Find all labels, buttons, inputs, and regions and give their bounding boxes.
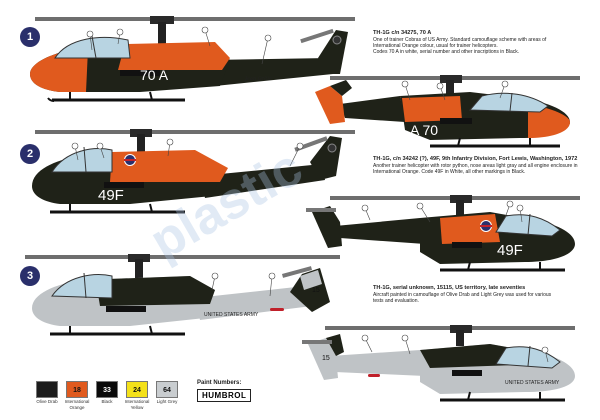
callout-leader-line [289,145,301,167]
profile-3-right-tail-code: 15 [322,355,330,362]
profile-3-description: Aircraft painted in camouflage of Olive … [373,292,552,305]
callout-circle [401,80,409,88]
profile-3-right-view [302,325,575,402]
callout-circle [96,142,104,150]
profile-2-right-code: 49F [497,242,523,259]
callout-leader-line [261,37,269,65]
callout-circle [416,202,424,210]
callout-markers [71,26,549,363]
profile-3-right-fuselage-text: UNITED STATES ARMY [505,380,560,386]
paint-swatch: 24 [126,381,148,398]
paint-swatch: 33 [96,381,118,398]
profile-3-left-fuselage-text: UNITED STATES ARMY [204,312,259,318]
profile-2-description-block: TH-1G, c/n 34242 (?), 49F, 9th Infantry … [373,156,578,175]
profile-2-left-view [32,129,355,214]
paint-swatch-label: International Orange [64,399,90,410]
paint-swatch: 18 [66,381,88,398]
paint-swatch [36,381,58,398]
profile-1-title: TH-1G c/n 34275, 70 A [373,30,432,36]
callout-circle [166,138,174,146]
profile-2-description: Another trainer helicopter with rotor py… [373,163,578,176]
profile-1-description-block: TH-1G c/n 34275, 70 A One of trainer Cob… [373,30,563,56]
profile-1-left-view [30,16,355,102]
profile-1-description: One of trainer Cobras of US Army. Standa… [373,37,547,56]
paint-swatch-label: Light Grey [156,399,178,404]
profile-3-title: TH-1G, serial unknown, 15115, US territo… [373,285,526,291]
callout-circle [296,142,304,150]
callout-circle [541,346,549,354]
profile-3-description-block: TH-1G, serial unknown, 15115, US territo… [373,285,563,304]
profile-2-number-badge: 2 [20,144,40,164]
callout-circle [201,26,209,34]
profile-1-left-code: 70 A [140,67,169,83]
callout-circle [501,80,509,88]
profile-3-number-badge: 3 [20,266,40,286]
callout-circle [361,334,369,342]
callout-circle [116,28,124,36]
callout-circle [264,34,272,42]
callout-circle [506,200,514,208]
callout-circle [268,272,276,280]
callout-circle [436,82,444,90]
paint-swatch-label: Black [101,399,113,404]
humbrol-brand: HUMBROL [197,389,252,402]
profile-3-left-view [25,254,340,336]
profile-1-number-badge: 1 [20,27,40,47]
callout-circle [86,30,94,38]
paint-swatch-label: Olive Drab [36,399,58,404]
callout-circle [211,272,219,280]
callout-circle [71,142,79,150]
profile-1-right-view [315,75,580,148]
callout-circle [516,204,524,212]
profile-1-right-code: A 70 [410,122,438,138]
artist-signature: Jean Grille [244,76,272,82]
profile-2-left-code: 49F [98,187,124,204]
paint-numbers-label: Paint Numbers: [197,380,242,386]
callout-circle [361,204,369,212]
profile-3-left-tail-code: 15 [312,287,320,294]
profile-2-right-view [306,195,580,272]
paint-swatch-label: International Yellow [124,399,150,410]
main-rotor-blade [35,17,355,21]
profile-2-title: TH-1G, c/n 34242 (?), 49F, 9th Infantry … [373,156,578,162]
callout-circle [401,334,409,342]
paint-swatch: 64 [156,381,178,398]
callout-leader-line [269,275,273,297]
